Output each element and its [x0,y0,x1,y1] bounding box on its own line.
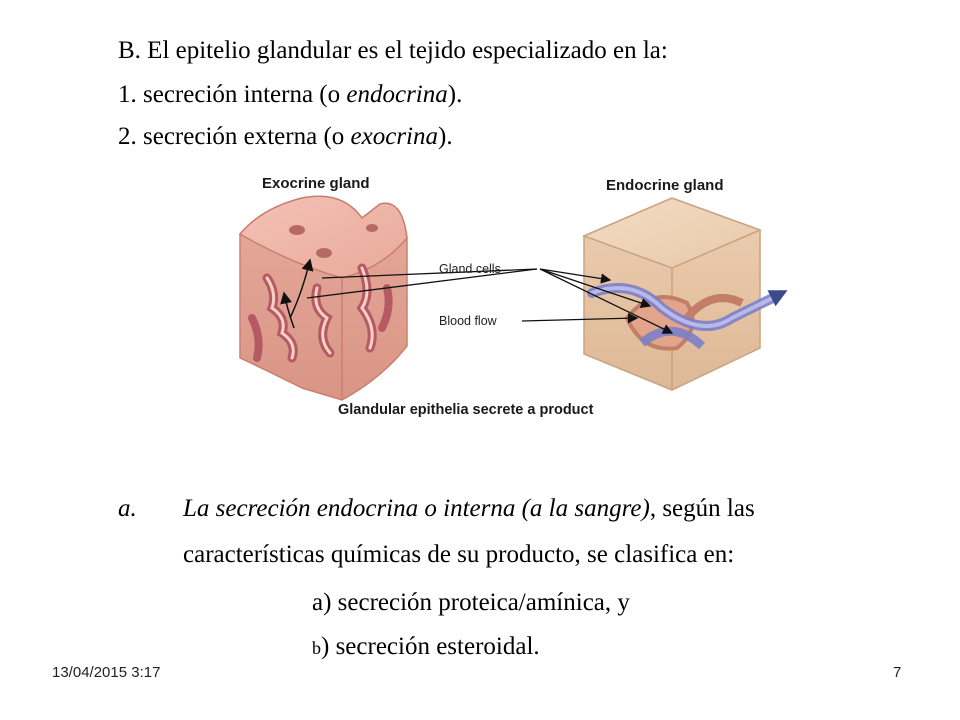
gland-figure: Exocrine gland Endocrine gland Gland cel… [232,168,832,430]
endocrine-title: Endocrine gland [606,177,724,194]
paragraph-italic: La secreción endocrina o interna (a la s… [183,495,650,522]
endocrine-cube [581,197,788,391]
page-number: 7 [893,664,902,681]
heading-line-1: B. El epitelio glandular es el tejido es… [118,37,668,64]
blood-flow-label: Blood flow [439,314,497,328]
line3-text: 2. secreción externa (o [118,123,351,150]
subitem-b-text: ) secreción esteroidal. [321,633,540,660]
exocrine-title: Exocrine gland [262,175,370,192]
line3-italic: exocrina [350,123,438,150]
callout-lines [306,268,674,334]
heading-line-2: 1. secreción interna (o endocrina). [118,82,462,107]
gland-cells-label: Gland cells [439,262,501,276]
subitem-b-letter: b [312,638,321,658]
line2-end: ). [447,81,463,108]
footer-date: 13/04/2015 3:17 [52,664,161,681]
figure-caption: Glandular epithelia secrete a product [338,402,594,418]
subitem-a: a) secreción proteica/amínica, y [312,589,630,616]
list-marker-a: a. [118,495,137,522]
heading-line-3: 2. secreción externa (o exocrina). [118,124,453,149]
gland-illustration [238,195,788,401]
line2-text: 1. secreción interna (o [118,81,347,108]
line3-end: ). [438,123,453,150]
exocrine-cube [238,195,408,401]
subitem-b: b) secreción esteroidal. [312,633,540,661]
paragraph-line-2: características químicas de su producto,… [183,541,735,568]
paragraph-line-1: La secreción endocrina o interna (a la s… [183,495,755,523]
line2-italic: endocrina [346,81,448,108]
paragraph-rest: , según las [649,495,755,522]
